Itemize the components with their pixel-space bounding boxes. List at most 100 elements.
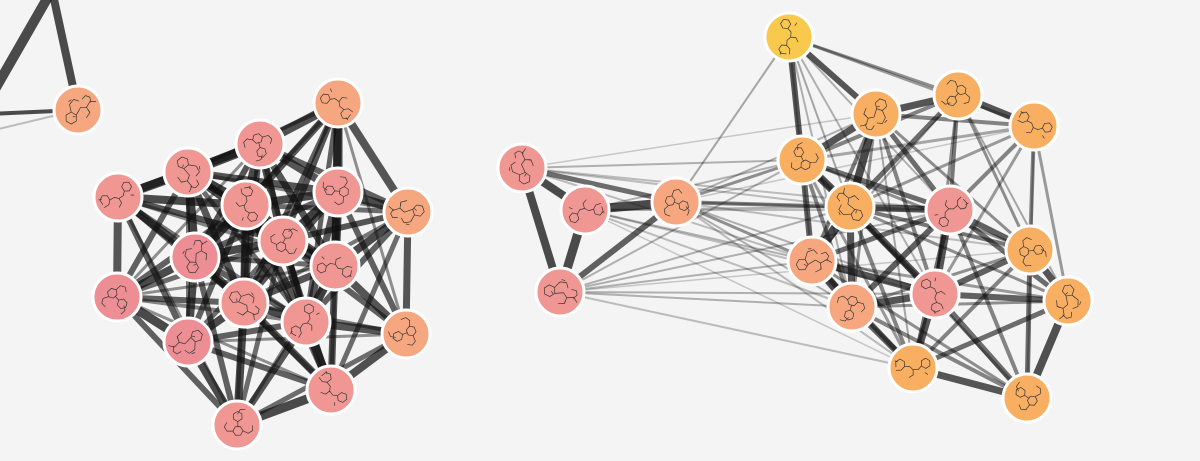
edge-b2-c5 xyxy=(674,200,852,209)
node-circle xyxy=(909,268,961,320)
molecule-node-a10[interactable] xyxy=(309,240,361,292)
node-circle xyxy=(234,118,286,170)
edge-c4-c7 xyxy=(800,158,1032,252)
node-circle xyxy=(650,176,702,228)
molecule-node-c10[interactable] xyxy=(826,281,878,333)
node-circle xyxy=(305,364,357,416)
edge-a11-a13 xyxy=(115,295,308,324)
edge-b0-c2 xyxy=(521,113,877,169)
edge-b3-c10 xyxy=(559,291,853,308)
molecule-node-a14[interactable] xyxy=(380,308,432,360)
edge-c2-c12 xyxy=(875,113,914,369)
edge-b3-c9 xyxy=(559,291,936,295)
edge-b3-c8 xyxy=(559,260,813,293)
molecule-node-c7[interactable] xyxy=(1004,224,1056,276)
edge-b2-c10 xyxy=(675,201,853,308)
molecule-node-c8[interactable] xyxy=(786,235,838,287)
molecule-node-c12[interactable] xyxy=(887,342,939,394)
molecule-node-a5[interactable] xyxy=(312,166,364,218)
molecule-node-c0[interactable] xyxy=(763,11,815,63)
molecule-node-a2[interactable] xyxy=(234,118,286,170)
node-circle xyxy=(559,184,611,236)
node-circle xyxy=(776,134,828,186)
node-circle xyxy=(826,281,878,333)
edge-b0-c4 xyxy=(521,159,803,169)
node-circle xyxy=(218,277,270,329)
molecule-node-a6[interactable] xyxy=(382,186,434,238)
edge-c4-c6 xyxy=(799,157,953,213)
node-circle xyxy=(280,296,332,348)
edge-b1-c12 xyxy=(584,209,914,369)
edge-c3-c5 xyxy=(848,124,1036,209)
molecule-node-a11[interactable] xyxy=(91,271,143,323)
node-circle xyxy=(257,215,309,267)
edge-c3-c4 xyxy=(800,124,1036,162)
molecule-node-b0[interactable] xyxy=(496,142,548,194)
molecule-node-a12[interactable] xyxy=(218,277,270,329)
edge-c4-c12 xyxy=(800,158,915,370)
molecule-node-c5[interactable] xyxy=(824,181,876,233)
molecule-node-a8[interactable] xyxy=(257,215,309,267)
node-circle xyxy=(312,166,364,218)
node-circle xyxy=(887,342,939,394)
edge-b2-c2 xyxy=(675,113,877,203)
edge-b3-c5 xyxy=(559,206,851,293)
node-circle xyxy=(824,181,876,233)
edge-c10-c11 xyxy=(850,299,1070,309)
node-circle xyxy=(52,84,104,136)
molecule-node-a0[interactable] xyxy=(52,84,104,136)
molecule-node-a16[interactable] xyxy=(305,364,357,416)
edge-b0-b2 xyxy=(519,165,679,205)
molecule-node-c9[interactable] xyxy=(909,268,961,320)
node-circle xyxy=(312,77,364,129)
molecule-node-a7[interactable] xyxy=(220,179,272,231)
node-circle xyxy=(932,69,984,121)
molecule-node-a13[interactable] xyxy=(280,296,332,348)
edge-a11-a16 xyxy=(115,295,333,392)
edge-b0-c6 xyxy=(521,167,951,211)
molecule-node-b3[interactable] xyxy=(534,266,586,318)
molecule-node-b2[interactable] xyxy=(650,176,702,228)
edge-c3-c9 xyxy=(933,124,1036,296)
node-circle xyxy=(1004,224,1056,276)
molecule-node-c3[interactable] xyxy=(1008,100,1060,152)
edge-b3-c6 xyxy=(559,209,951,293)
node-circle xyxy=(534,266,586,318)
molecule-node-a17[interactable] xyxy=(211,399,263,451)
edge-b1-c10 xyxy=(584,209,853,308)
edge-c0-c1 xyxy=(787,35,960,97)
molecule-node-a9[interactable] xyxy=(169,231,221,283)
node-circle xyxy=(850,88,902,140)
node-circle xyxy=(1001,372,1053,424)
molecule-node-b1[interactable] xyxy=(559,184,611,236)
edge-b2-c12 xyxy=(675,201,914,369)
molecule-node-c13[interactable] xyxy=(1001,372,1053,424)
node-circle xyxy=(924,184,976,236)
molecule-node-c1[interactable] xyxy=(932,69,984,121)
molecule-node-a15[interactable] xyxy=(162,316,214,368)
node-circle xyxy=(382,186,434,238)
edge-c2-c9 xyxy=(874,112,937,296)
molecule-node-a4[interactable] xyxy=(92,171,144,223)
node-circle xyxy=(1008,100,1060,152)
edge-a10-a11 xyxy=(115,264,337,299)
molecule-node-a3[interactable] xyxy=(162,146,214,198)
edge-c3-c11 xyxy=(1032,124,1070,303)
edge-a1-a12 xyxy=(241,100,341,306)
node-circle xyxy=(1042,275,1094,327)
molecule-node-a1[interactable] xyxy=(312,77,364,129)
edge-a8-a17 xyxy=(234,238,286,428)
edge-c1-c11 xyxy=(957,94,1069,302)
edge-x0a-x0b xyxy=(0,0,53,91)
node-circle xyxy=(763,11,815,63)
node-circle xyxy=(91,271,143,323)
edge-c5-c12 xyxy=(848,205,915,370)
molecule-node-c4[interactable] xyxy=(776,134,828,186)
node-circle xyxy=(309,240,361,292)
molecule-node-c2[interactable] xyxy=(850,88,902,140)
molecule-node-c6[interactable] xyxy=(924,184,976,236)
molecule-node-c11[interactable] xyxy=(1042,275,1094,327)
node-circle xyxy=(220,179,272,231)
